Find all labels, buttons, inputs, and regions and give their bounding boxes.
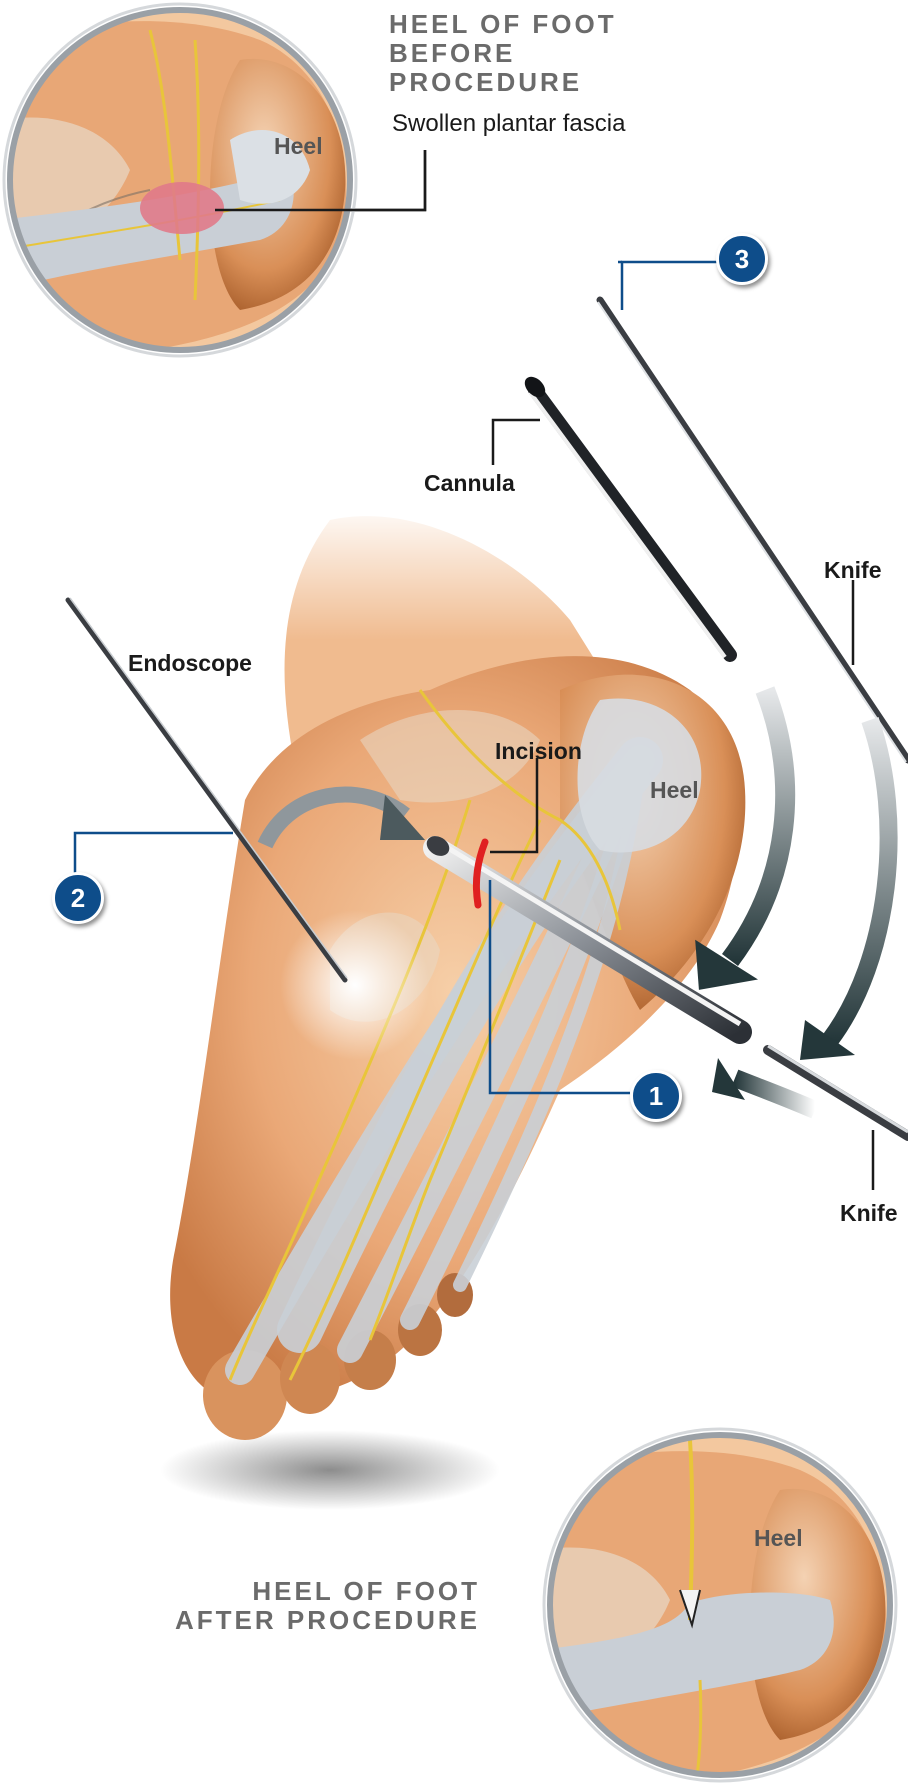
- knife-bottom-label: Knife: [840, 1200, 898, 1227]
- step-badge-2: 2: [52, 872, 104, 924]
- inset-before-title-line3: PROCEDURE: [389, 68, 617, 97]
- incision-label: Incision: [495, 738, 582, 765]
- inset-after-title-line2: AFTER PROCEDURE: [175, 1606, 480, 1635]
- arrow-knife-down: [800, 720, 889, 1060]
- knife-top-label: Knife: [824, 557, 882, 584]
- step-badge-3: 3: [716, 233, 768, 285]
- inset-after-illustration: [540, 1429, 900, 1783]
- inset-after-title-line1: HEEL OF FOOT: [175, 1577, 480, 1606]
- swollen-fascia-highlight: [140, 182, 224, 234]
- cannula-label: Cannula: [424, 470, 515, 497]
- inset-before-heel-label: Heel: [274, 133, 323, 160]
- inset-after-title: HEEL OF FOOT AFTER PROCEDURE: [175, 1577, 480, 1635]
- inset-before-illustration: [0, 0, 360, 360]
- main-heel-label: Heel: [650, 777, 699, 804]
- inset-before-title: HEEL OF FOOT BEFORE PROCEDURE: [389, 10, 617, 97]
- inset-after-heel-label: Heel: [754, 1525, 803, 1552]
- swollen-fascia-label: Swollen plantar fascia: [392, 110, 625, 138]
- endoscope-label: Endoscope: [128, 650, 252, 677]
- step-badge-1: 1: [630, 1070, 682, 1122]
- inset-before-title-line1: HEEL OF FOOT: [389, 10, 617, 39]
- inset-before-title-line2: BEFORE: [389, 39, 617, 68]
